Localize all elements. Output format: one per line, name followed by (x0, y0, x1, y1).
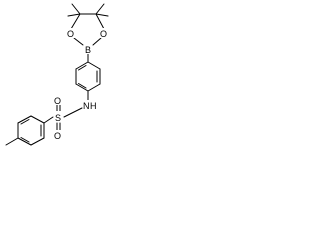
atom-oxygen-sulfonyl-top: O (54, 96, 61, 106)
ring-bond (87, 83, 101, 92)
ring-bond (87, 61, 101, 70)
atom-hydrogen: H (90, 101, 97, 111)
ring-double-bond (78, 65, 87, 71)
methyl-bond (95, 3, 105, 15)
ring-bond (17, 115, 32, 124)
tolyl-ring (17, 115, 45, 146)
ring-double-bond (20, 119, 30, 125)
methyl-bond (95, 13, 109, 17)
dioxaborolane-ring (67, 3, 109, 46)
bond-tolyl-methyl (5, 137, 19, 146)
atom-nitrogen: N (83, 101, 90, 111)
ring-bond (30, 137, 45, 146)
bond-cq1-o-left (70, 13, 81, 30)
methyl-bond (71, 3, 81, 15)
methyl-bond (67, 13, 81, 17)
atom-sulfur: S (55, 113, 61, 123)
ring-double-bond (20, 137, 30, 143)
bond-o-right-b (92, 37, 102, 46)
atom-oxygen-left: O (67, 29, 74, 39)
ring-bond (75, 61, 89, 70)
ring-bond (30, 115, 45, 124)
atom-oxygen-right: O (100, 29, 107, 39)
atom-oxygen-sulfonyl-bottom: O (54, 131, 61, 141)
phenylene-ring (75, 61, 101, 92)
atom-boron: B (85, 45, 91, 55)
atom-labels: O O B N H S O O (53, 28, 108, 141)
bond-nh-s (63, 107, 83, 118)
ring-bond (17, 137, 32, 146)
chemical-structure: O O B N H S O O (5, 3, 109, 146)
bond-o-left-b (73, 37, 84, 46)
bond-s-tolyl (43, 116, 54, 124)
ring-bond (75, 83, 89, 92)
bond-cq2-o-right (95, 13, 105, 30)
ring-double-bond (78, 83, 87, 89)
